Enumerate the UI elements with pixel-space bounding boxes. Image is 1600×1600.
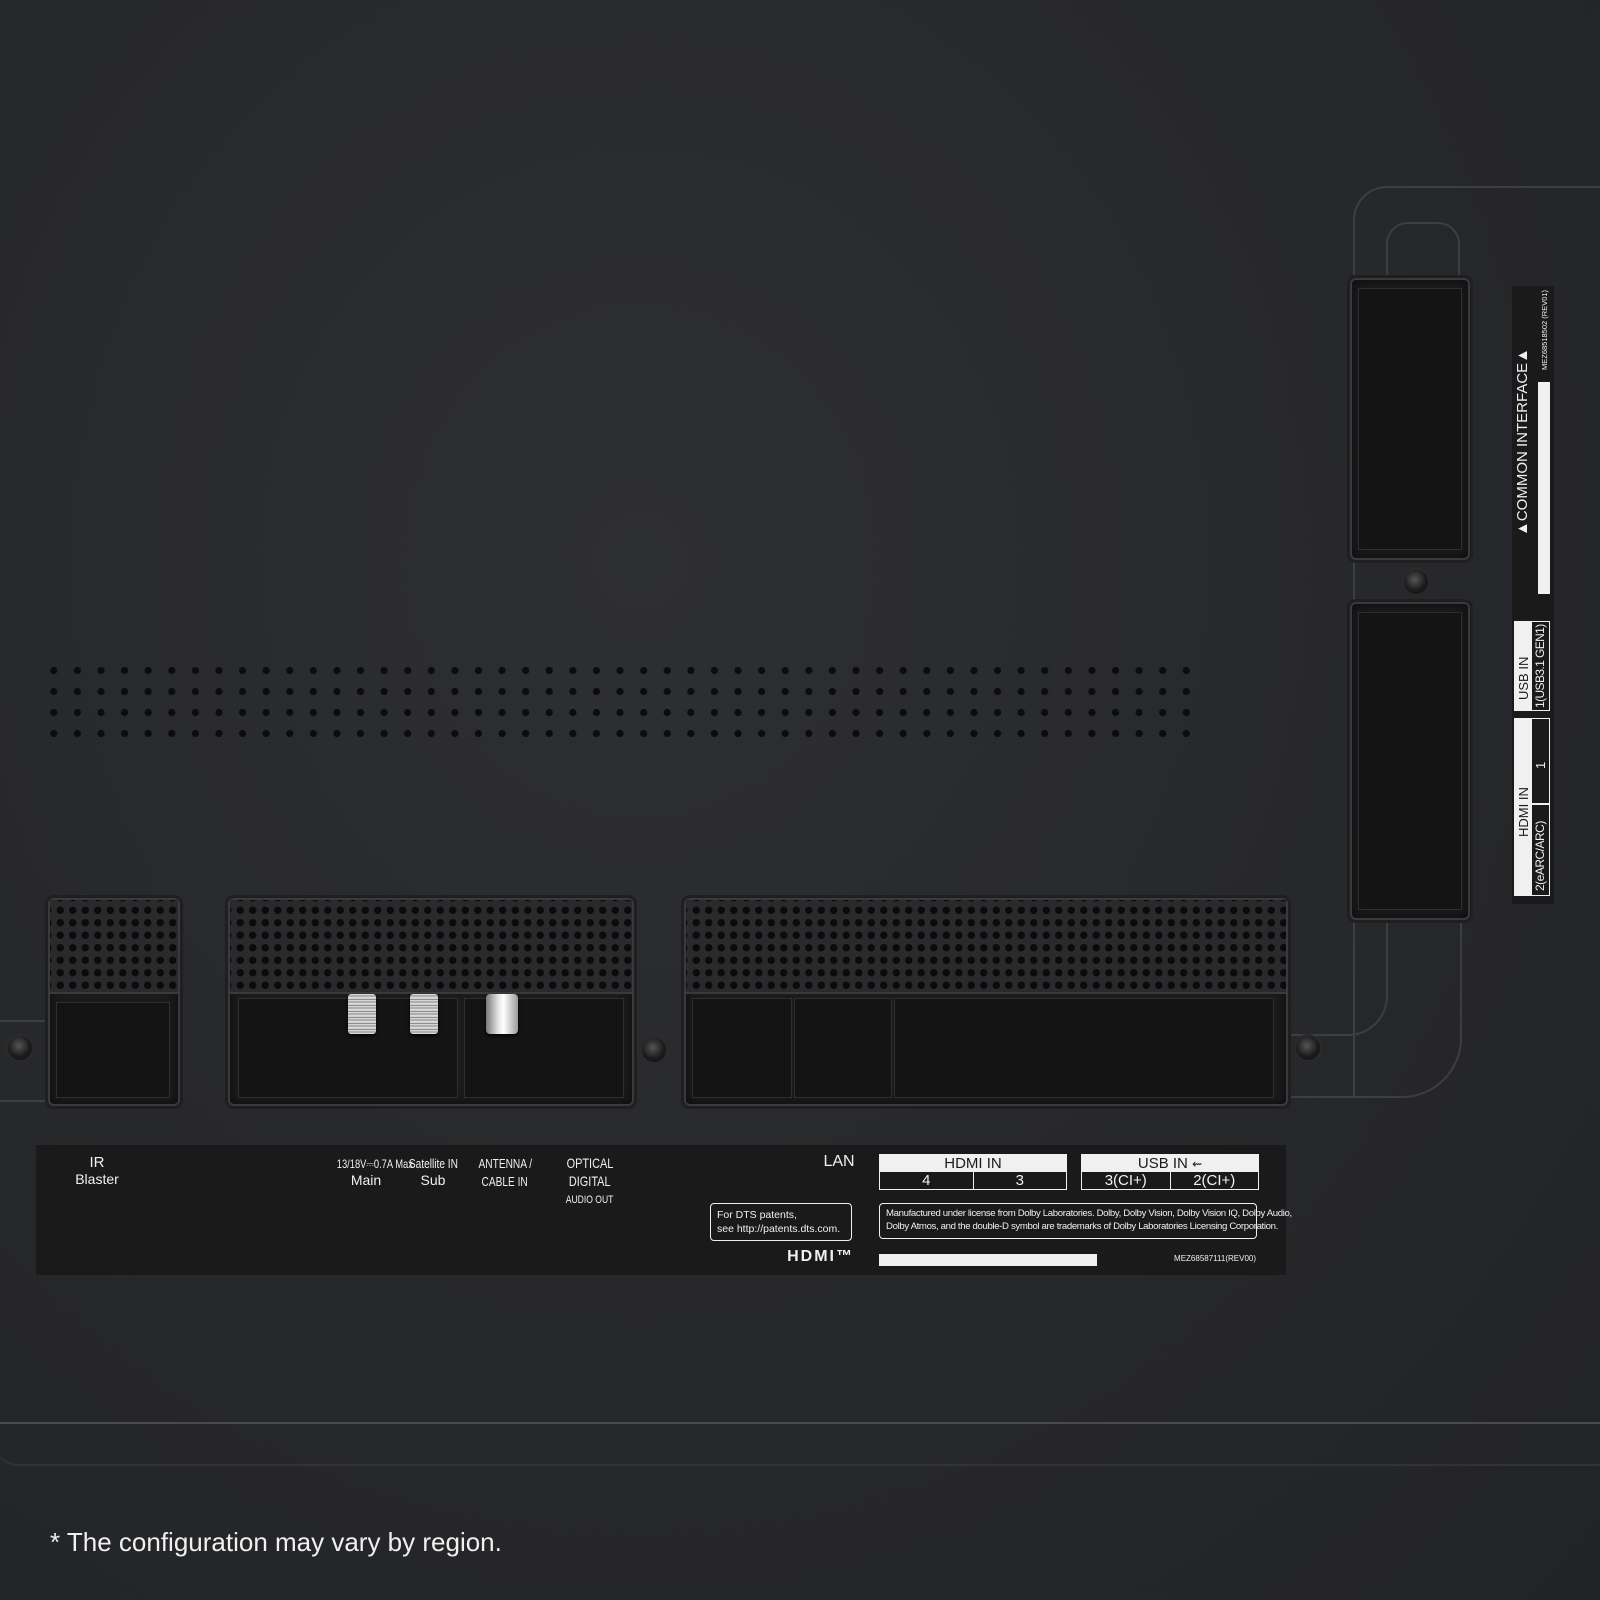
white-bar <box>879 1254 1097 1266</box>
cable-rail-lower-inner <box>1290 918 1388 1036</box>
bottom-part-code: MEZ68587111(REV00) <box>1174 1254 1256 1263</box>
ir-label: IR <box>89 1154 105 1171</box>
hdmi-logo: HDMI™ <box>787 1248 854 1265</box>
digital-label: DIGITAL <box>569 1172 611 1189</box>
ir-port-block <box>48 898 180 1106</box>
usb-port-3-label: 3(CI+) <box>1104 1172 1147 1189</box>
usb-in-title: USB IN <box>1137 1155 1188 1172</box>
screw <box>1404 570 1428 594</box>
region-footnote: * The configuration may vary by region. <box>50 1527 502 1557</box>
usb-in-label-box: USB IN ⇜ 3(CI+) 2(CI+) <box>1081 1154 1259 1190</box>
rf-port-block <box>228 898 634 1106</box>
usb-side-port-label: 1(USB3.1 GEN1) <box>1533 624 1547 708</box>
side-part-code: MEZ68518502 (REV01) <box>1540 289 1549 370</box>
dts-notice: For DTS patents, see http://patents.dts.… <box>710 1203 852 1242</box>
cable-in-label: CABLE IN <box>481 1173 529 1189</box>
usb-in-side-box: USB IN 1(USB3.1 GEN1) <box>1514 621 1550 711</box>
screw <box>8 1036 32 1060</box>
satellite-main-connector[interactable] <box>348 994 376 1034</box>
usb-port-2-label: 2(CI+) <box>1169 1172 1259 1189</box>
antenna-label: ANTENNA / <box>478 1156 532 1171</box>
sub-label: Sub <box>420 1171 446 1188</box>
hdmi-in-side-box: HDMI IN 1 2(eARC/ARC) <box>1514 718 1550 896</box>
common-interface-label: ▲COMMON INTERFACE▲ <box>1514 347 1531 536</box>
power-main-label: 13/18V⎓0.7A Max <box>336 1157 413 1171</box>
bottom-chassis-edge <box>0 1422 1600 1466</box>
usb-icon: ⇜ <box>1192 1157 1203 1171</box>
side-port-block-lower <box>1350 602 1470 920</box>
lan-label: LAN <box>823 1153 855 1170</box>
screw <box>642 1038 666 1062</box>
screw <box>1296 1036 1320 1060</box>
ventilation-grille <box>42 660 1204 744</box>
audio-out-label: AUDIO OUT <box>566 1194 614 1207</box>
ir-sub-label: Blaster <box>75 1170 119 1187</box>
cable-rail-inner <box>1386 222 1460 284</box>
port-label-sticker: IR Blaster 13/18V⎓0.7A Max Main Satellit… <box>36 1145 1292 1275</box>
hdmi-in-side-title: HDMI IN <box>1516 787 1531 837</box>
hdmi-in-title: HDMI IN <box>880 1155 1066 1172</box>
satellite-in-label: Satellite IN <box>408 1156 458 1171</box>
common-interface-bar <box>1538 382 1550 594</box>
hdmi-usb-port-block <box>684 898 1288 1106</box>
side-label-sticker: ▲COMMON INTERFACE▲ MEZ68518502 (REV01) U… <box>1512 286 1554 904</box>
cable-rail-lower <box>1284 918 1462 1098</box>
satellite-sub-connector[interactable] <box>410 994 438 1034</box>
side-port-block-upper <box>1350 278 1470 560</box>
hdmi-side-port-1-label: 1 <box>1533 761 1548 769</box>
hdmi-port-3-label: 3 <box>972 1172 1067 1189</box>
hdmi-side-port-2-label: 2(eARC/ARC) <box>1533 821 1547 891</box>
hdmi-port-4-label: 4 <box>922 1172 931 1189</box>
usb-in-side-title: USB IN <box>1516 656 1531 700</box>
main-label: Main <box>350 1171 382 1188</box>
antenna-cable-connector[interactable] <box>486 994 518 1034</box>
dolby-notice: Manufactured under license from Dolby La… <box>879 1203 1292 1239</box>
optical-label: OPTICAL <box>566 1155 614 1171</box>
hdmi-in-label-box: HDMI IN 4 3 <box>879 1154 1067 1190</box>
